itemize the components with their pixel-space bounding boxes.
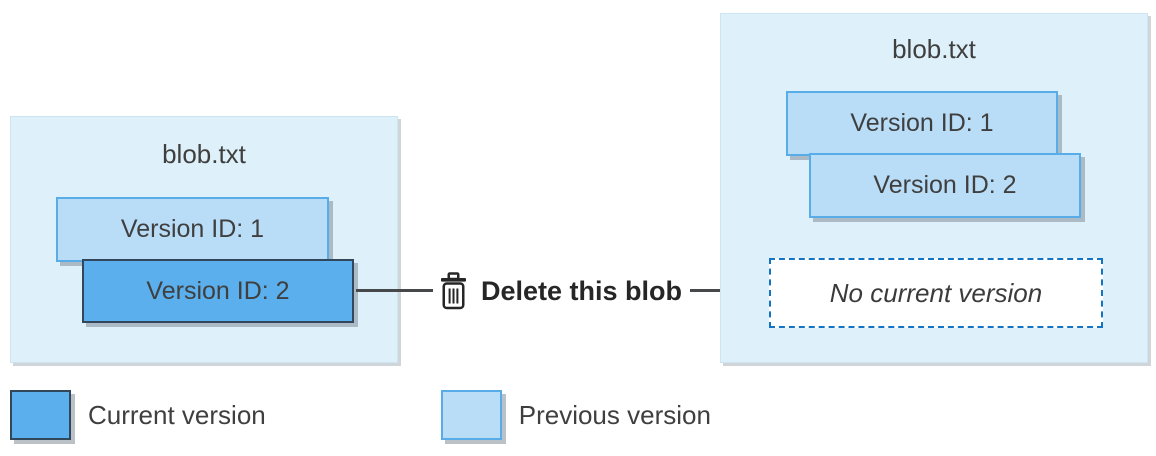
connector-line-left	[356, 289, 433, 292]
before-blob-title: blob.txt	[162, 139, 246, 169]
no-current-version-label: No current version	[829, 277, 1043, 308]
legend: Current version Previous version	[10, 390, 711, 440]
after-blob-title: blob.txt	[892, 34, 976, 64]
after-version-1-box: Version ID: 1	[786, 91, 1058, 156]
previous-version-legend-label: Previous version	[518, 399, 711, 430]
no-current-version-box: No current version	[769, 258, 1103, 328]
delete-action: Delete this blob	[437, 271, 682, 311]
before-version-1-box: Version ID: 1	[56, 197, 329, 262]
before-version-2-label: Version ID: 2	[146, 276, 290, 305]
trash-icon	[437, 272, 470, 310]
current-version-swatch	[10, 390, 71, 440]
after-blob-container: blob.txt Version ID: 1 Version ID: 2 No …	[720, 13, 1148, 363]
after-version-1-label: Version ID: 1	[850, 109, 994, 137]
before-version-2-box: Version ID: 2	[82, 259, 354, 323]
current-version-legend-label: Current version	[88, 399, 266, 430]
before-blob-container: blob.txt Version ID: 1 Version ID: 2	[10, 116, 398, 363]
delete-action-label: Delete this blob	[481, 276, 683, 306]
before-version-1-label: Version ID: 1	[120, 215, 265, 243]
after-version-2-box: Version ID: 2	[809, 153, 1081, 218]
after-version-2-label: Version ID: 2	[873, 171, 1017, 199]
previous-version-swatch	[440, 390, 502, 440]
